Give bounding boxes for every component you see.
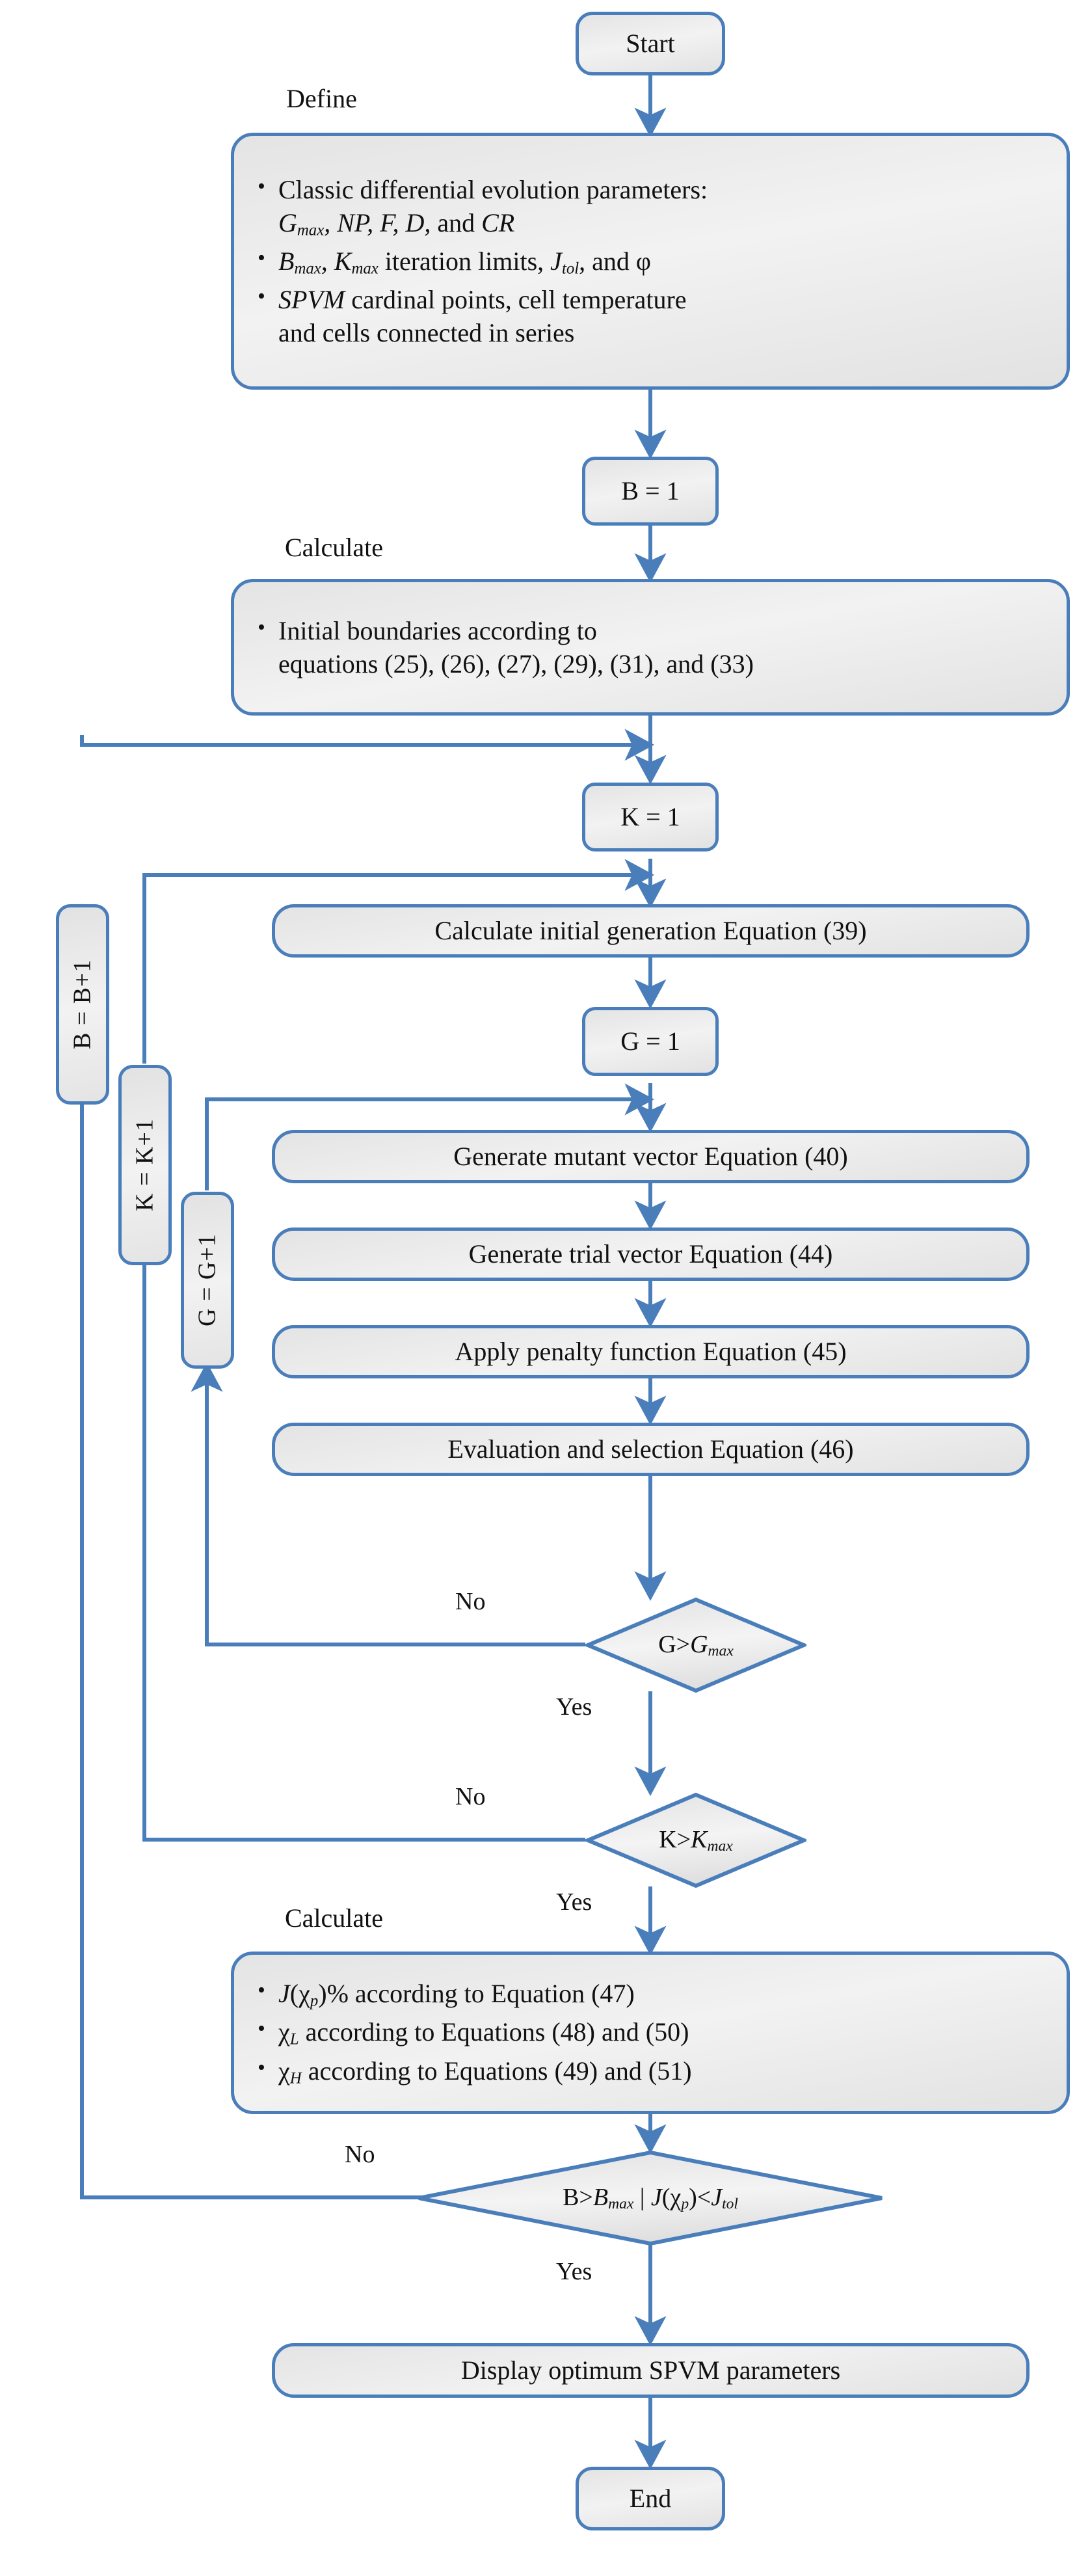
node-calc-initial-generation-label: Calculate initial generation Equation (3… bbox=[434, 916, 867, 946]
caption-calculate-boundaries: Calculate bbox=[285, 533, 384, 562]
node-start[interactable]: Start bbox=[576, 12, 725, 75]
node-results-panel[interactable]: J(χp)% according to Equation (47) χL acc… bbox=[231, 1952, 1070, 2114]
results-bullet-2: χL according to Equations (48) and (50) bbox=[258, 2015, 692, 2050]
node-apply-penalty[interactable]: Apply penalty function Equation (45) bbox=[272, 1325, 1030, 1378]
results-chih-line: χH according to Equations (49) and (51) bbox=[278, 2056, 692, 2087]
results-j-line: J(χp)% according to Equation (47) bbox=[278, 1979, 635, 2010]
node-generate-trial[interactable]: Generate trial vector Equation (44) bbox=[272, 1228, 1030, 1281]
decision-b-check[interactable]: B>Bmax | J(χp)<Jtol bbox=[416, 2150, 884, 2246]
define-bullet-list: Classic differential evolution parameter… bbox=[254, 172, 708, 350]
node-end-label: End bbox=[629, 2484, 672, 2514]
decision-k-check-label: K>Kmax bbox=[659, 1825, 733, 1855]
node-display-optimum[interactable]: Display optimum SPVM parameters bbox=[272, 2343, 1030, 2398]
node-display-optimum-label: Display optimum SPVM parameters bbox=[460, 2355, 841, 2385]
node-calc-initial-generation[interactable]: Calculate initial generation Equation (3… bbox=[272, 904, 1030, 958]
edge-label-g-yes: Yes bbox=[556, 1693, 592, 1721]
edge-label-b-yes: Yes bbox=[556, 2258, 592, 2285]
decision-k-check-shape bbox=[585, 1792, 806, 1888]
node-define-panel[interactable]: Classic differential evolution parameter… bbox=[231, 133, 1070, 390]
node-k-init-label: K = 1 bbox=[620, 802, 680, 832]
node-b-increment-label: B = B+1 bbox=[68, 959, 96, 1050]
node-g-init-label: G = 1 bbox=[620, 1026, 680, 1056]
node-k-increment[interactable]: K = K+1 bbox=[118, 1065, 172, 1265]
node-apply-penalty-label: Apply penalty function Equation (45) bbox=[455, 1337, 847, 1367]
decision-g-check-shape bbox=[585, 1597, 806, 1693]
edge-label-g-no: No bbox=[455, 1588, 486, 1615]
results-bullet-1: J(χp)% according to Equation (47) bbox=[258, 1976, 692, 2011]
node-generate-trial-label: Generate trial vector Equation (44) bbox=[468, 1239, 833, 1269]
decision-g-check-label: G>Gmax bbox=[658, 1630, 734, 1660]
caption-define: Define bbox=[286, 84, 357, 113]
results-bullet-3: χH according to Equations (49) and (51) bbox=[258, 2054, 692, 2089]
decision-b-check-shape bbox=[418, 2150, 883, 2246]
boundaries-bullet-1: Initial boundaries according to equation… bbox=[258, 613, 754, 680]
node-g-init[interactable]: G = 1 bbox=[582, 1007, 719, 1076]
node-generate-mutant-label: Generate mutant vector Equation (40) bbox=[453, 1142, 848, 1172]
node-evaluation-selection-label: Evaluation and selection Equation (46) bbox=[447, 1434, 854, 1464]
edge-label-b-no: No bbox=[345, 2141, 375, 2168]
node-b-increment[interactable]: B = B+1 bbox=[56, 904, 109, 1105]
decision-b-check-label: B>Bmax | J(χp)<Jtol bbox=[563, 2183, 738, 2213]
node-generate-mutant[interactable]: Generate mutant vector Equation (40) bbox=[272, 1130, 1030, 1183]
decision-g-check[interactable]: G>Gmax bbox=[585, 1597, 806, 1693]
node-k-increment-label: K = K+1 bbox=[131, 1118, 159, 1212]
define-bullet-2: Bmax, Kmax iteration limits, Jtol, and φ bbox=[258, 244, 708, 279]
edge-label-k-yes: Yes bbox=[556, 1888, 592, 1916]
boundaries-bullet-list: Initial boundaries according to equation… bbox=[254, 613, 754, 680]
node-end[interactable]: End bbox=[576, 2467, 725, 2530]
node-boundaries-panel[interactable]: Initial boundaries according to equation… bbox=[231, 579, 1070, 716]
node-b-init[interactable]: B = 1 bbox=[582, 457, 719, 526]
node-b-init-label: B = 1 bbox=[621, 476, 680, 506]
node-g-increment-label: G = G+1 bbox=[193, 1233, 221, 1327]
define-bullet-1: Classic differential evolution parameter… bbox=[258, 172, 708, 241]
define-params-line: Gmax, NP, F, D, and CR bbox=[278, 208, 515, 239]
caption-calculate-results: Calculate bbox=[285, 1903, 384, 1933]
node-evaluation-selection[interactable]: Evaluation and selection Equation (46) bbox=[272, 1423, 1030, 1476]
define-spvm-line: SPVM cardinal points, cell temperature bbox=[278, 285, 687, 315]
define-limits-line: Bmax, Kmax iteration limits, Jtol, and φ bbox=[278, 246, 651, 278]
define-bullet-3: SPVM cardinal points, cell temperature a… bbox=[258, 282, 708, 349]
node-start-label: Start bbox=[626, 29, 675, 59]
edge-label-k-no: No bbox=[455, 1783, 486, 1810]
results-chil-line: χL according to Equations (48) and (50) bbox=[278, 2017, 689, 2048]
results-bullet-list: J(χp)% according to Equation (47) χL acc… bbox=[254, 1976, 692, 2089]
node-g-increment[interactable]: G = G+1 bbox=[181, 1192, 234, 1369]
node-k-init[interactable]: K = 1 bbox=[582, 783, 719, 852]
decision-k-check[interactable]: K>Kmax bbox=[585, 1792, 806, 1888]
